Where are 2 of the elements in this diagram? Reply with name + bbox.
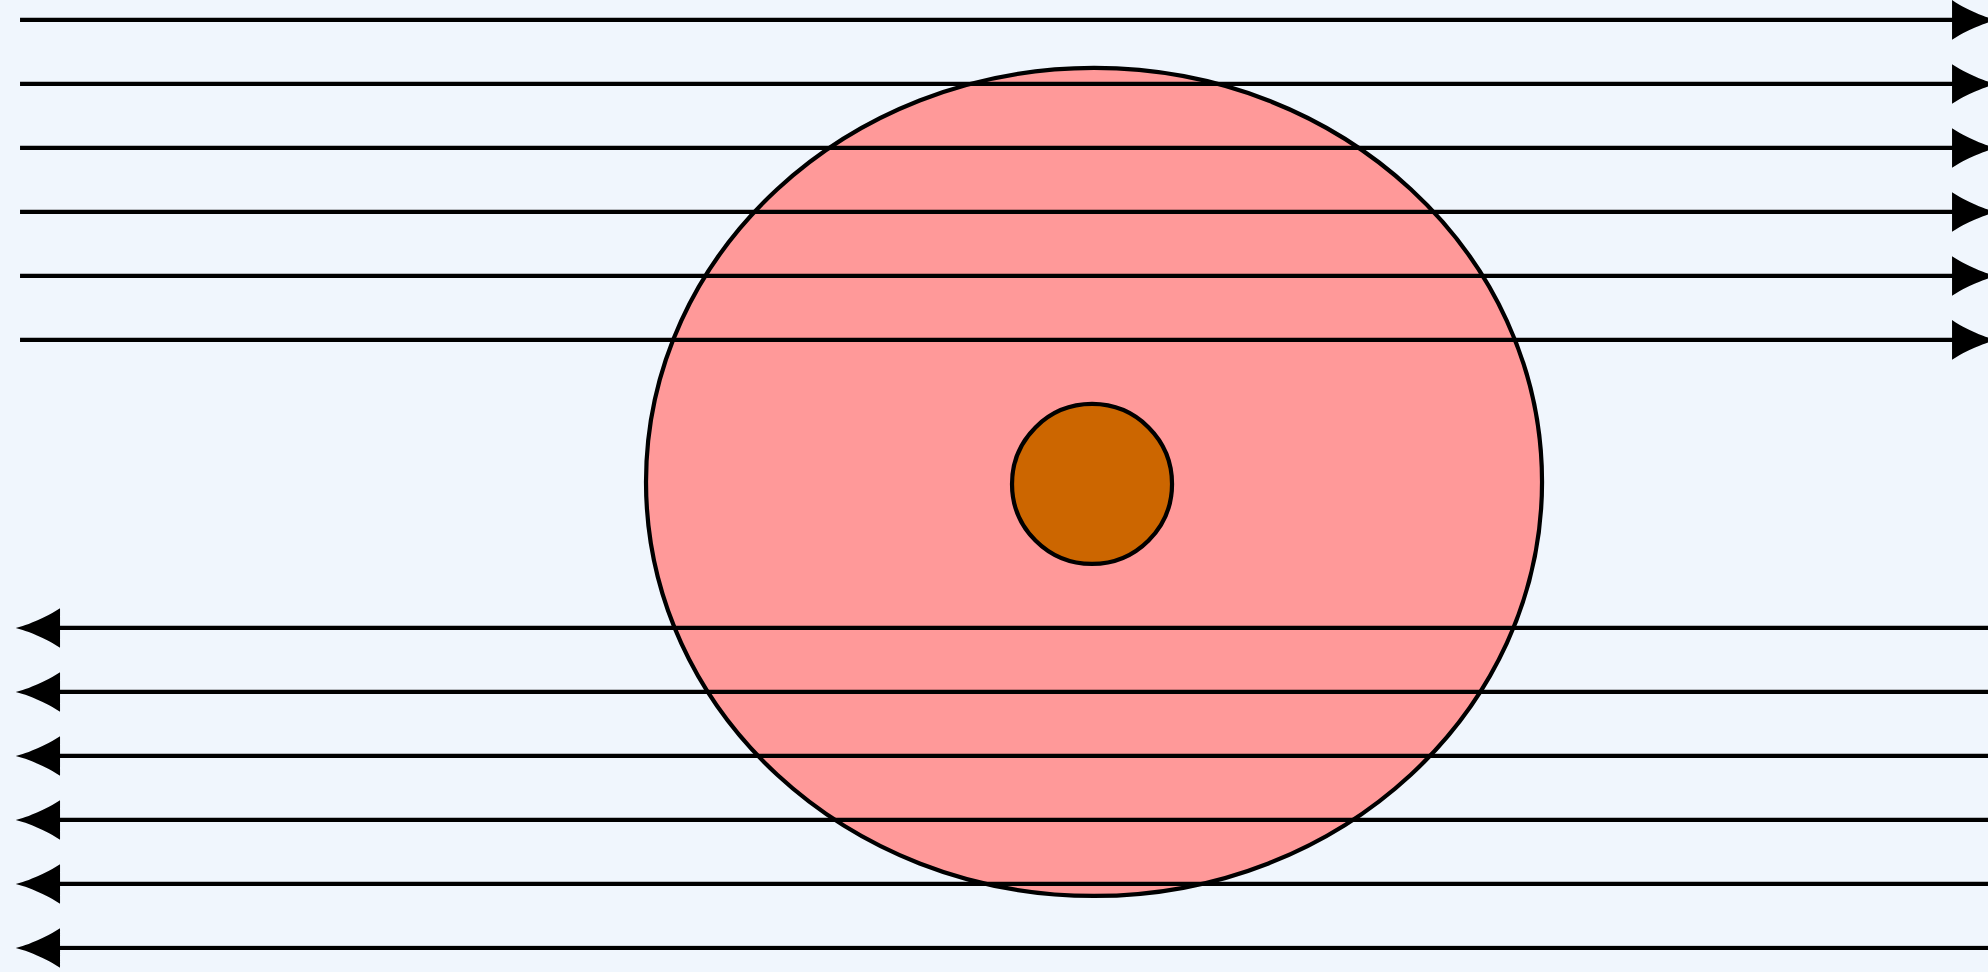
circle-shape (1009, 401, 1175, 567)
circle-shape (643, 65, 1545, 899)
